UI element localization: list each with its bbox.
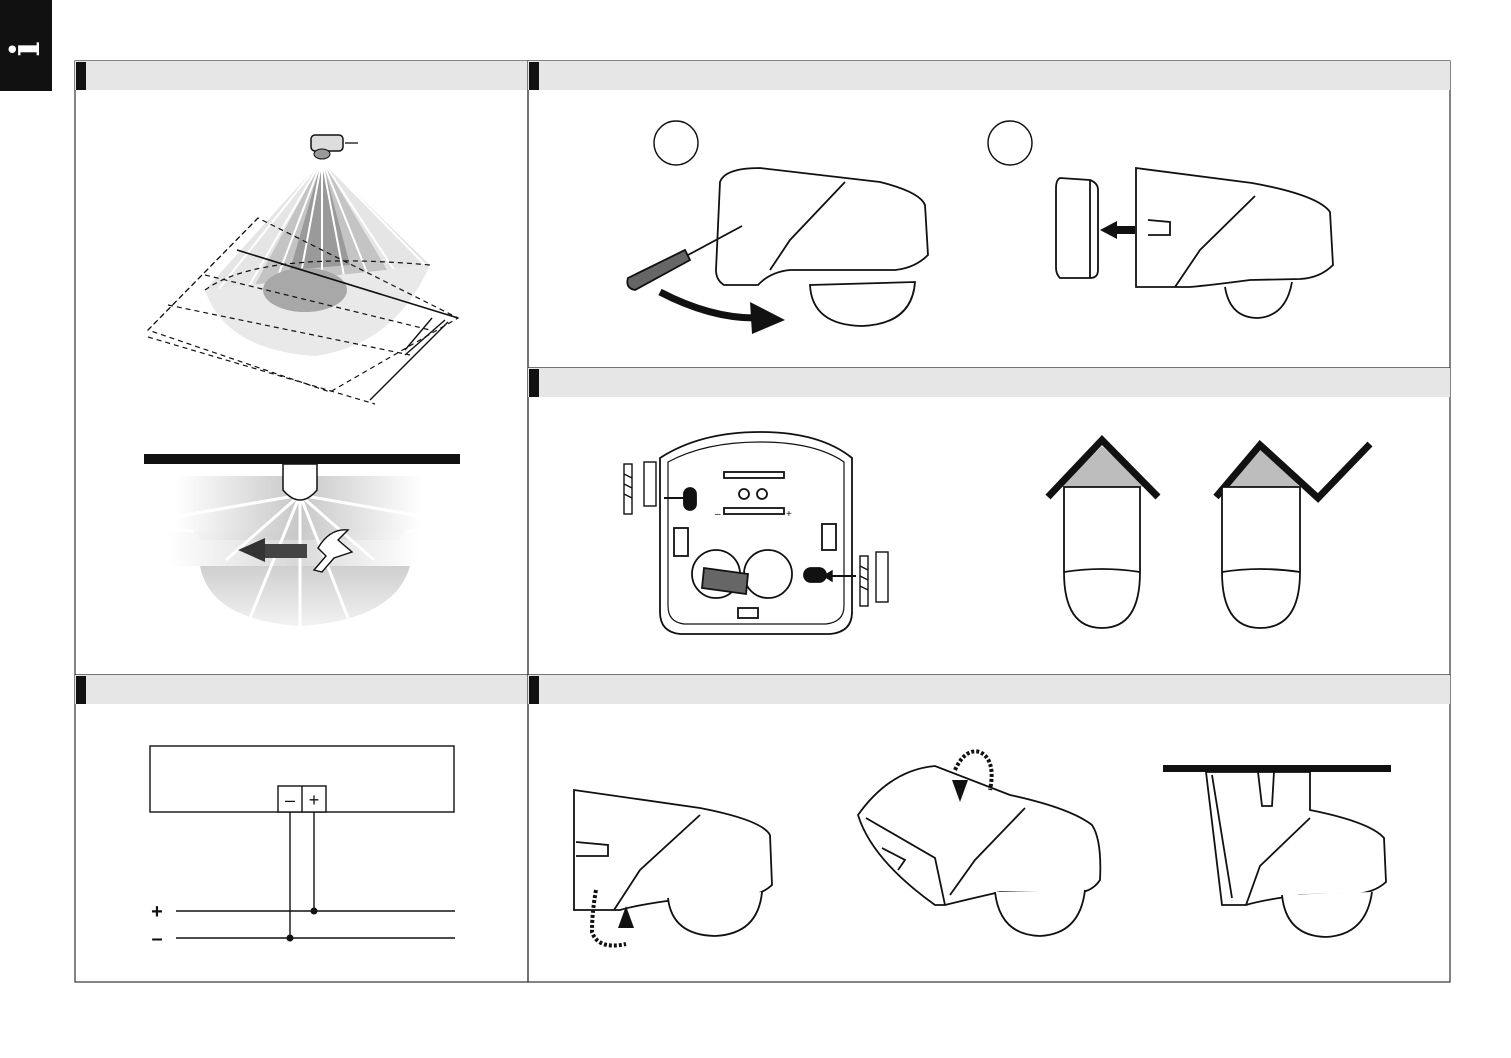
panel-wall-mounting: – + xyxy=(528,368,1450,675)
roof-mount-variant-2 xyxy=(1216,444,1370,628)
wiring-lines xyxy=(176,812,455,938)
supply-minus-label: – xyxy=(151,928,162,950)
panel-header-bar xyxy=(528,675,1450,704)
panel-marker xyxy=(529,62,539,90)
panel-marker xyxy=(76,676,86,704)
step-circle-1 xyxy=(654,121,698,165)
panel-mounting-orientation xyxy=(528,675,1450,982)
mounting-base-plate xyxy=(660,432,852,634)
panel-marker xyxy=(529,676,539,704)
step-circle-2 xyxy=(988,121,1032,165)
ceiling-mount-sensor xyxy=(1163,765,1391,937)
junction-dot xyxy=(311,908,318,915)
panel-marker xyxy=(529,369,539,397)
sensor-head-icon xyxy=(311,135,358,159)
panel-header-bar xyxy=(528,368,1450,397)
sensor-housing-with-screwdriver xyxy=(627,168,928,334)
panel-marker xyxy=(76,62,86,90)
sensor-cover-detached xyxy=(1056,168,1333,318)
tilted-mount-sensor xyxy=(858,751,1100,936)
wall-mount-sensor xyxy=(574,790,772,946)
base-minus-label: – xyxy=(715,509,721,520)
junction-dot xyxy=(287,935,294,942)
terminal-plus-label: + xyxy=(309,790,320,810)
slide-arrow-icon xyxy=(1100,221,1117,239)
base-plus-label: + xyxy=(786,509,792,520)
panel-detection-area xyxy=(75,61,528,675)
panel-wiring: – + + – xyxy=(75,675,528,982)
supply-plus-label: + xyxy=(151,901,163,923)
panel-cover-removal xyxy=(528,61,1450,368)
panel-header-bar xyxy=(75,61,528,90)
panel-header-bar xyxy=(75,675,528,704)
terminal-minus-label: – xyxy=(285,790,295,810)
ceiling-side-view xyxy=(144,454,460,626)
roof-mount-variant-1 xyxy=(1048,440,1158,628)
panel-header-bar xyxy=(528,61,1450,90)
rotate-arrow-icon xyxy=(750,302,785,334)
